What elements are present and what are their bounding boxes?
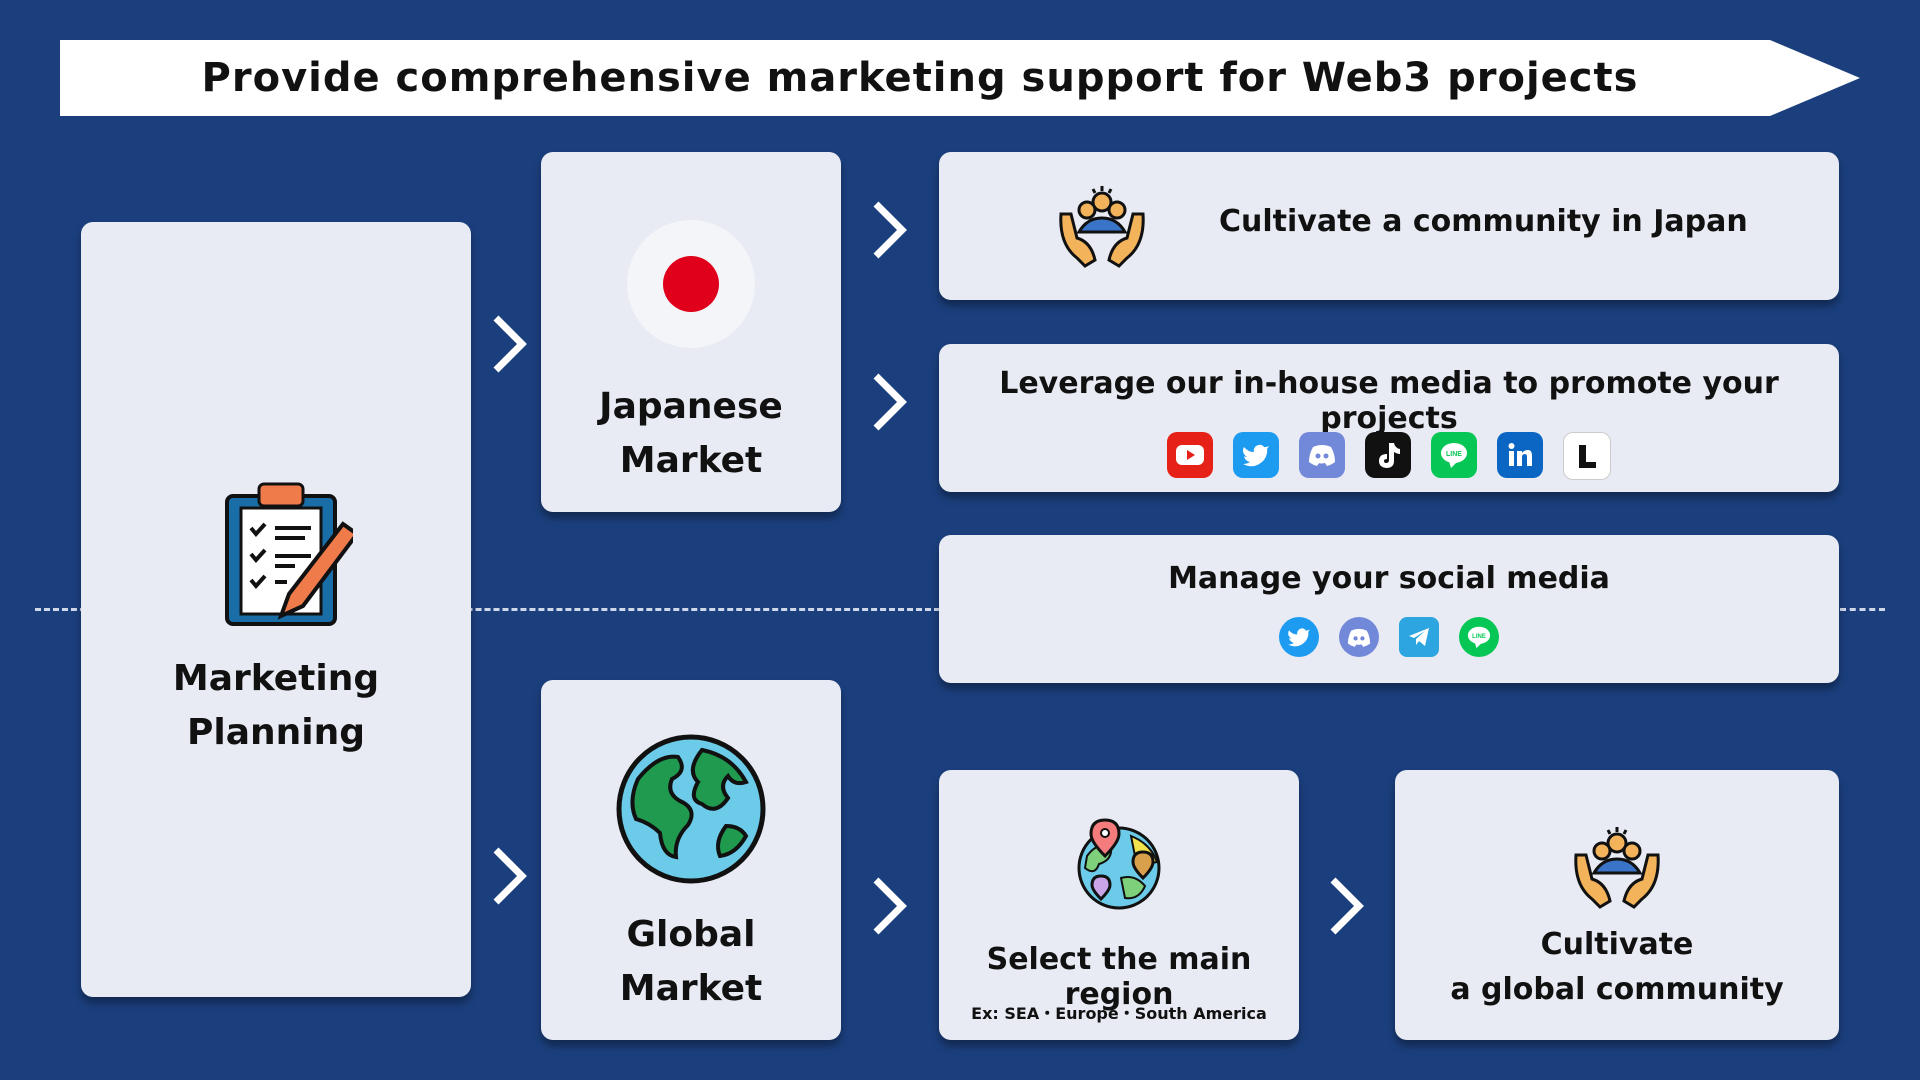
community-hands-icon (1059, 186, 1145, 268)
global-community-line1: Cultivate (1540, 927, 1694, 962)
in-house-media-card: Leverage our in-house media to promote y… (939, 344, 1839, 492)
community-japan-card: Cultivate a community in Japan (939, 152, 1839, 300)
social-label: Manage your social media (1168, 561, 1610, 596)
arrow-to-global-icon (493, 847, 527, 905)
arrow-to-media-icon (873, 373, 907, 431)
japan-flag-icon (627, 220, 755, 348)
japan-title-line2: Market (619, 440, 763, 481)
banner-title: Provide comprehensive marketing support … (201, 55, 1639, 101)
global-title-line2: Market (619, 968, 763, 1009)
region-label: Select the main region (986, 942, 1252, 1012)
community-japan-label: Cultivate a community in Japan (1219, 204, 1748, 239)
discord-icon[interactable] (1299, 432, 1345, 478)
arrow-to-global-community-icon (1330, 877, 1364, 935)
arrow-to-japan-icon (493, 315, 527, 373)
global-community-line2: a global community (1450, 972, 1784, 1007)
planning-title-line1: Marketing (172, 658, 380, 699)
svg-text:LINE: LINE (1472, 634, 1486, 640)
line-icon[interactable]: LINE (1459, 617, 1499, 657)
clipboard-icon (225, 482, 353, 626)
japanese-market-card: Japanese Market (541, 152, 841, 512)
global-community-card: Cultivate a global community (1395, 770, 1839, 1040)
youtube-icon[interactable] (1167, 432, 1213, 478)
line-icon[interactable]: LINE (1431, 432, 1477, 478)
global-title-line1: Global (626, 914, 756, 955)
globe-pins-icon (1077, 818, 1161, 910)
region-examples: Ex: SEA・Europe・South America (971, 1004, 1267, 1023)
svg-text:LINE: LINE (1446, 451, 1462, 458)
divider-line-left (35, 608, 940, 611)
telegram-icon[interactable] (1399, 617, 1439, 657)
arrow-to-region-icon (873, 877, 907, 935)
twitter-icon[interactable] (1279, 617, 1319, 657)
community-hands-icon (1574, 827, 1660, 909)
global-market-card: Global Market (541, 680, 841, 1040)
japan-title-line1: Japanese (599, 386, 783, 427)
discord-icon[interactable] (1339, 617, 1379, 657)
tiktok-icon[interactable] (1365, 432, 1411, 478)
linkedin-icon[interactable] (1497, 432, 1543, 478)
divider-line-right (1840, 608, 1885, 611)
media-label: Leverage our in-house media to promote y… (999, 366, 1779, 436)
twitter-icon[interactable] (1233, 432, 1279, 478)
planning-title-line2: Planning (186, 712, 365, 753)
l-media-icon[interactable] (1563, 432, 1611, 480)
arrow-to-community-japan-icon (873, 201, 907, 259)
globe-icon (616, 734, 766, 884)
social-media-card: Manage your social media LINE (939, 535, 1839, 683)
title-banner: Provide comprehensive marketing support … (60, 40, 1860, 116)
marketing-planning-card: Marketing Planning (81, 222, 471, 997)
select-region-card: Select the main region Ex: SEA・Europe・So… (939, 770, 1299, 1040)
